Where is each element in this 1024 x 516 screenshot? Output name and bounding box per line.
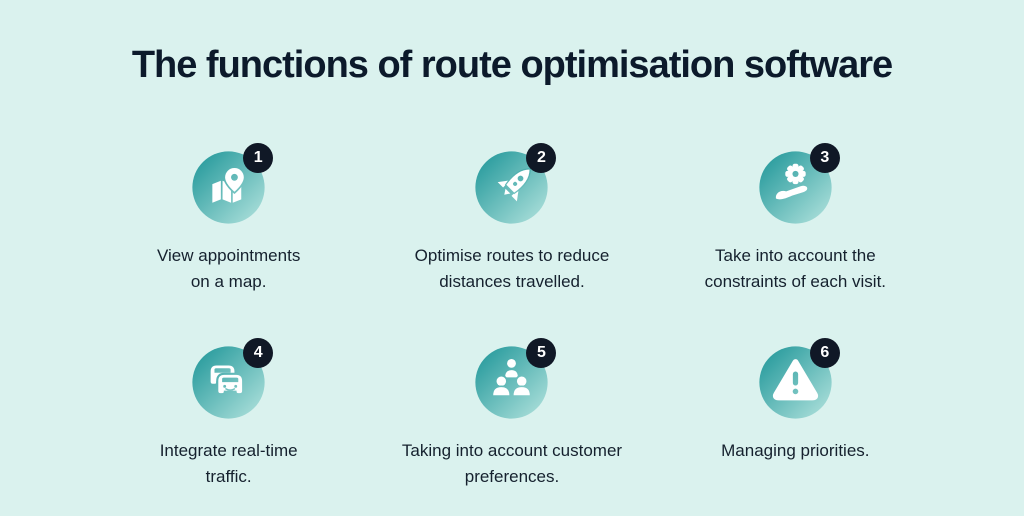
function-4-label: Integrate real-time traffic. — [159, 440, 298, 487]
function-1-label: View appointments on a map. — [156, 246, 301, 292]
function-4-icon-wrap: 4 — [186, 337, 274, 425]
warning-triangle-icon — [759, 346, 832, 419]
function-item-3: 3 Take into account the constraints of e… — [654, 143, 937, 296]
map-pin-icon — [192, 151, 265, 224]
step-number-badge: 4 — [243, 337, 274, 368]
step-number-badge: 3 — [809, 143, 840, 173]
function-item-6: 6 Managing priorities. — [654, 337, 937, 491]
page-title: The functions of route optimisation soft… — [131, 44, 893, 86]
function-2-icon-wrap: 2 — [469, 143, 557, 230]
step-number-badge: 2 — [526, 143, 557, 173]
functions-grid: 1 View appointments on a map. — [87, 143, 937, 491]
step-number-badge: 5 — [526, 337, 557, 368]
function-2-label: Optimise routes to reduce distances trav… — [414, 246, 610, 292]
function-item-5: 5 Taking into account customer preferenc… — [370, 337, 653, 491]
traffic-cars-icon — [192, 346, 265, 419]
function-3-label: Take into account the constraints of eac… — [704, 246, 887, 292]
function-6-icon-wrap: 6 — [753, 337, 840, 425]
function-5-icon-wrap: 5 — [469, 337, 557, 425]
function-6-label: Managing priorities. — [721, 440, 870, 460]
function-3-icon-wrap: 3 — [753, 143, 840, 230]
function-item-2: 2 Optimise routes to reduce distances tr… — [370, 143, 653, 296]
function-5-label: Taking into account customer preferences… — [401, 440, 623, 487]
rocket-icon — [475, 151, 549, 224]
step-number-badge: 6 — [809, 337, 840, 368]
function-1-icon-wrap: 1 — [186, 143, 274, 230]
function-item-1: 1 View appointments on a map. — [87, 143, 370, 296]
function-item-4: 4 Integrate real-time traffic. — [87, 337, 370, 491]
step-number-badge: 1 — [243, 143, 274, 173]
hand-gear-icon — [759, 151, 832, 224]
